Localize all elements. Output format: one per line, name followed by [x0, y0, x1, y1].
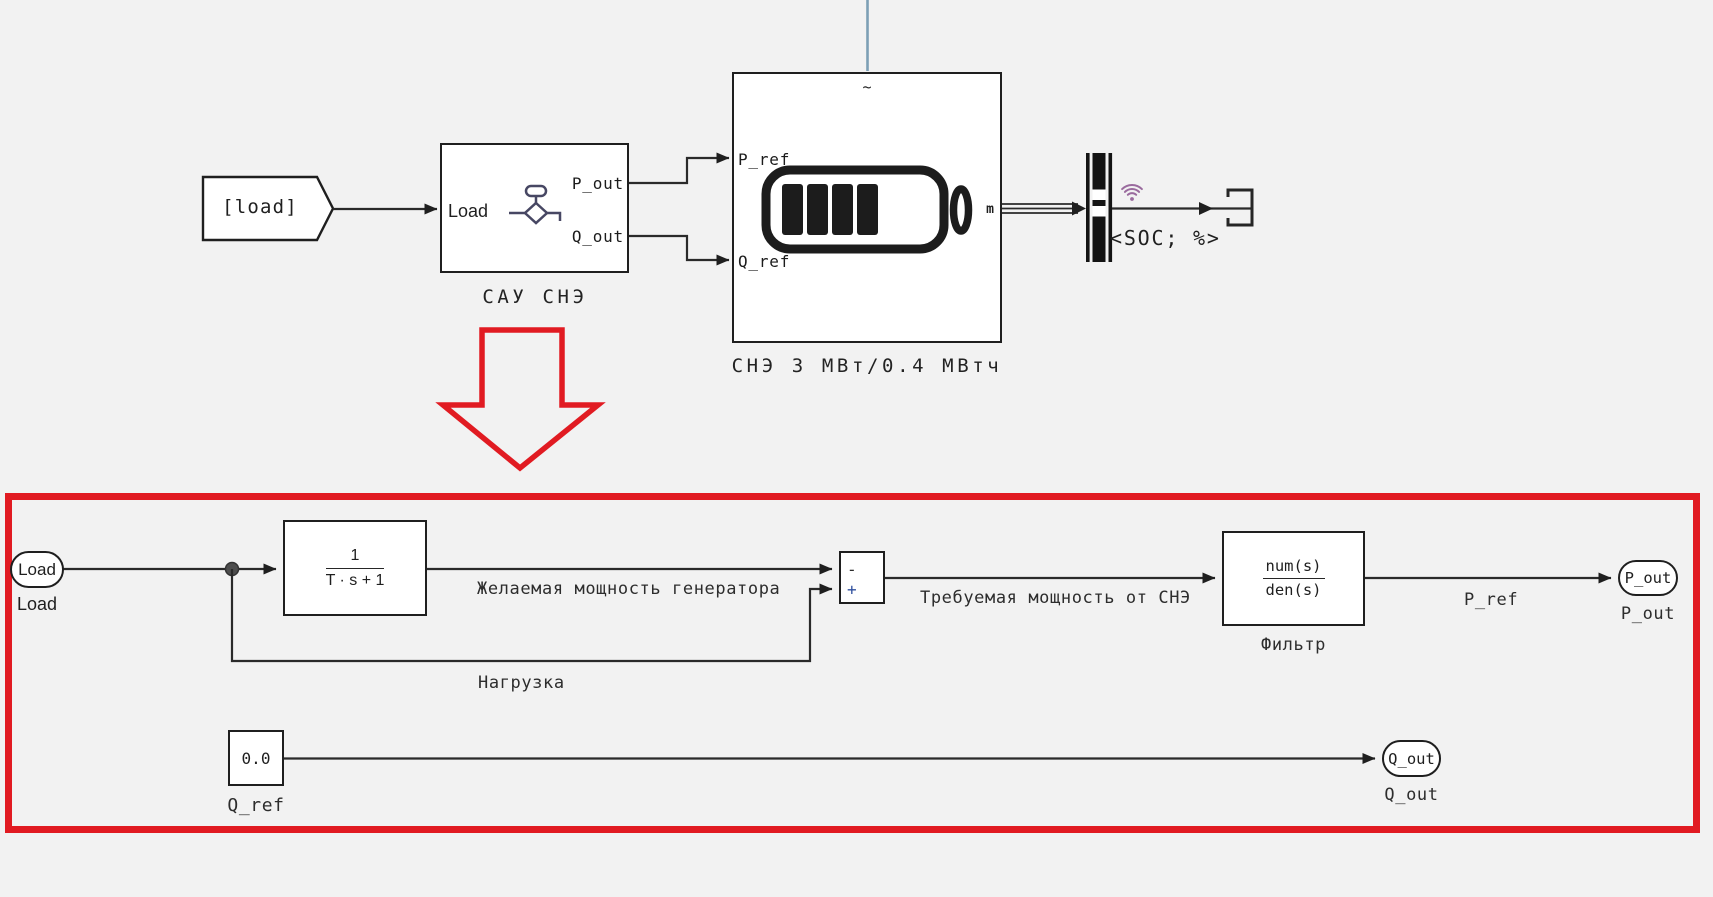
bus-selector-icon[interactable]	[1086, 153, 1113, 262]
annotation-down-arrow	[435, 327, 606, 472]
constant-block[interactable]: 0.0	[228, 730, 284, 786]
battery-sne-block[interactable]: ~ P_ref Q_ref m	[732, 72, 1002, 343]
soc-signal-label: <SOC; %>	[1110, 226, 1221, 250]
label-p-ref-signal: P_ref	[1464, 590, 1519, 610]
wire-load-branch-to-sum[interactable]	[230, 569, 833, 663]
load-inport-caption: Load	[16, 594, 58, 614]
battery-block-caption: СНЭ 3 МВт/0.4 МВтч	[731, 355, 1003, 377]
filter-numerator: num(s)	[1262, 557, 1325, 579]
label-desired-power: Желаемая мощность генератора	[477, 579, 781, 599]
filter-block[interactable]: num(s) den(s)	[1222, 531, 1365, 626]
battery-output-label: m	[986, 202, 994, 217]
terminator-icon[interactable]	[1226, 188, 1254, 227]
wifi-icon	[1121, 184, 1143, 201]
filter-block-caption: Фильтр	[1260, 635, 1326, 655]
load-inport[interactable]: Load	[10, 551, 64, 588]
goto-tag-shape[interactable]	[201, 175, 335, 242]
tf-numerator: 1	[325, 546, 385, 569]
wire-pout-to-pref[interactable]	[629, 152, 730, 185]
p-outport-caption: P_out	[1620, 604, 1676, 624]
label-load-branch: Нагрузка	[478, 673, 565, 693]
sum-block[interactable]: - +	[839, 551, 885, 604]
q-outport[interactable]: Q_out	[1382, 740, 1441, 777]
physical-port-tilde: ~	[862, 78, 872, 96]
sau-input-label: Load	[448, 201, 489, 221]
sau-output1-label: P_out	[571, 174, 624, 193]
p-outport[interactable]: P_out	[1618, 560, 1678, 596]
filter-denominator: den(s)	[1265, 581, 1322, 599]
sau-output2-label: Q_out	[571, 227, 624, 246]
wire-soc[interactable]	[1112, 202, 1252, 215]
constant-value: 0.0	[241, 748, 271, 768]
wire-qout-to-qref[interactable]	[629, 234, 730, 266]
stateflow-chart-icon	[509, 184, 562, 225]
goto-tag-load[interactable]: [load]	[222, 196, 298, 218]
bus-wire-m[interactable]	[1002, 201, 1086, 216]
sum-bottom-sign: +	[847, 580, 857, 599]
tf-denominator: T · s + 1	[325, 571, 385, 589]
q-outport-caption: Q_out	[1384, 785, 1439, 805]
transfer-fcn-block[interactable]: 1 T · s + 1	[283, 520, 427, 616]
constant-block-caption: Q_ref	[227, 795, 285, 816]
sau-sne-block[interactable]: Load P_out Q_out	[440, 143, 629, 273]
sum-top-sign: -	[847, 560, 857, 579]
battery-icon	[761, 165, 973, 254]
battery-input1-label: P_ref	[738, 150, 791, 169]
sau-block-caption: САУ СНЭ	[482, 286, 588, 308]
battery-input2-label: Q_ref	[738, 252, 791, 271]
label-required-power: Требуемая мощность от СНЭ	[920, 588, 1191, 608]
annotation-subsystem-frame	[5, 493, 1700, 833]
